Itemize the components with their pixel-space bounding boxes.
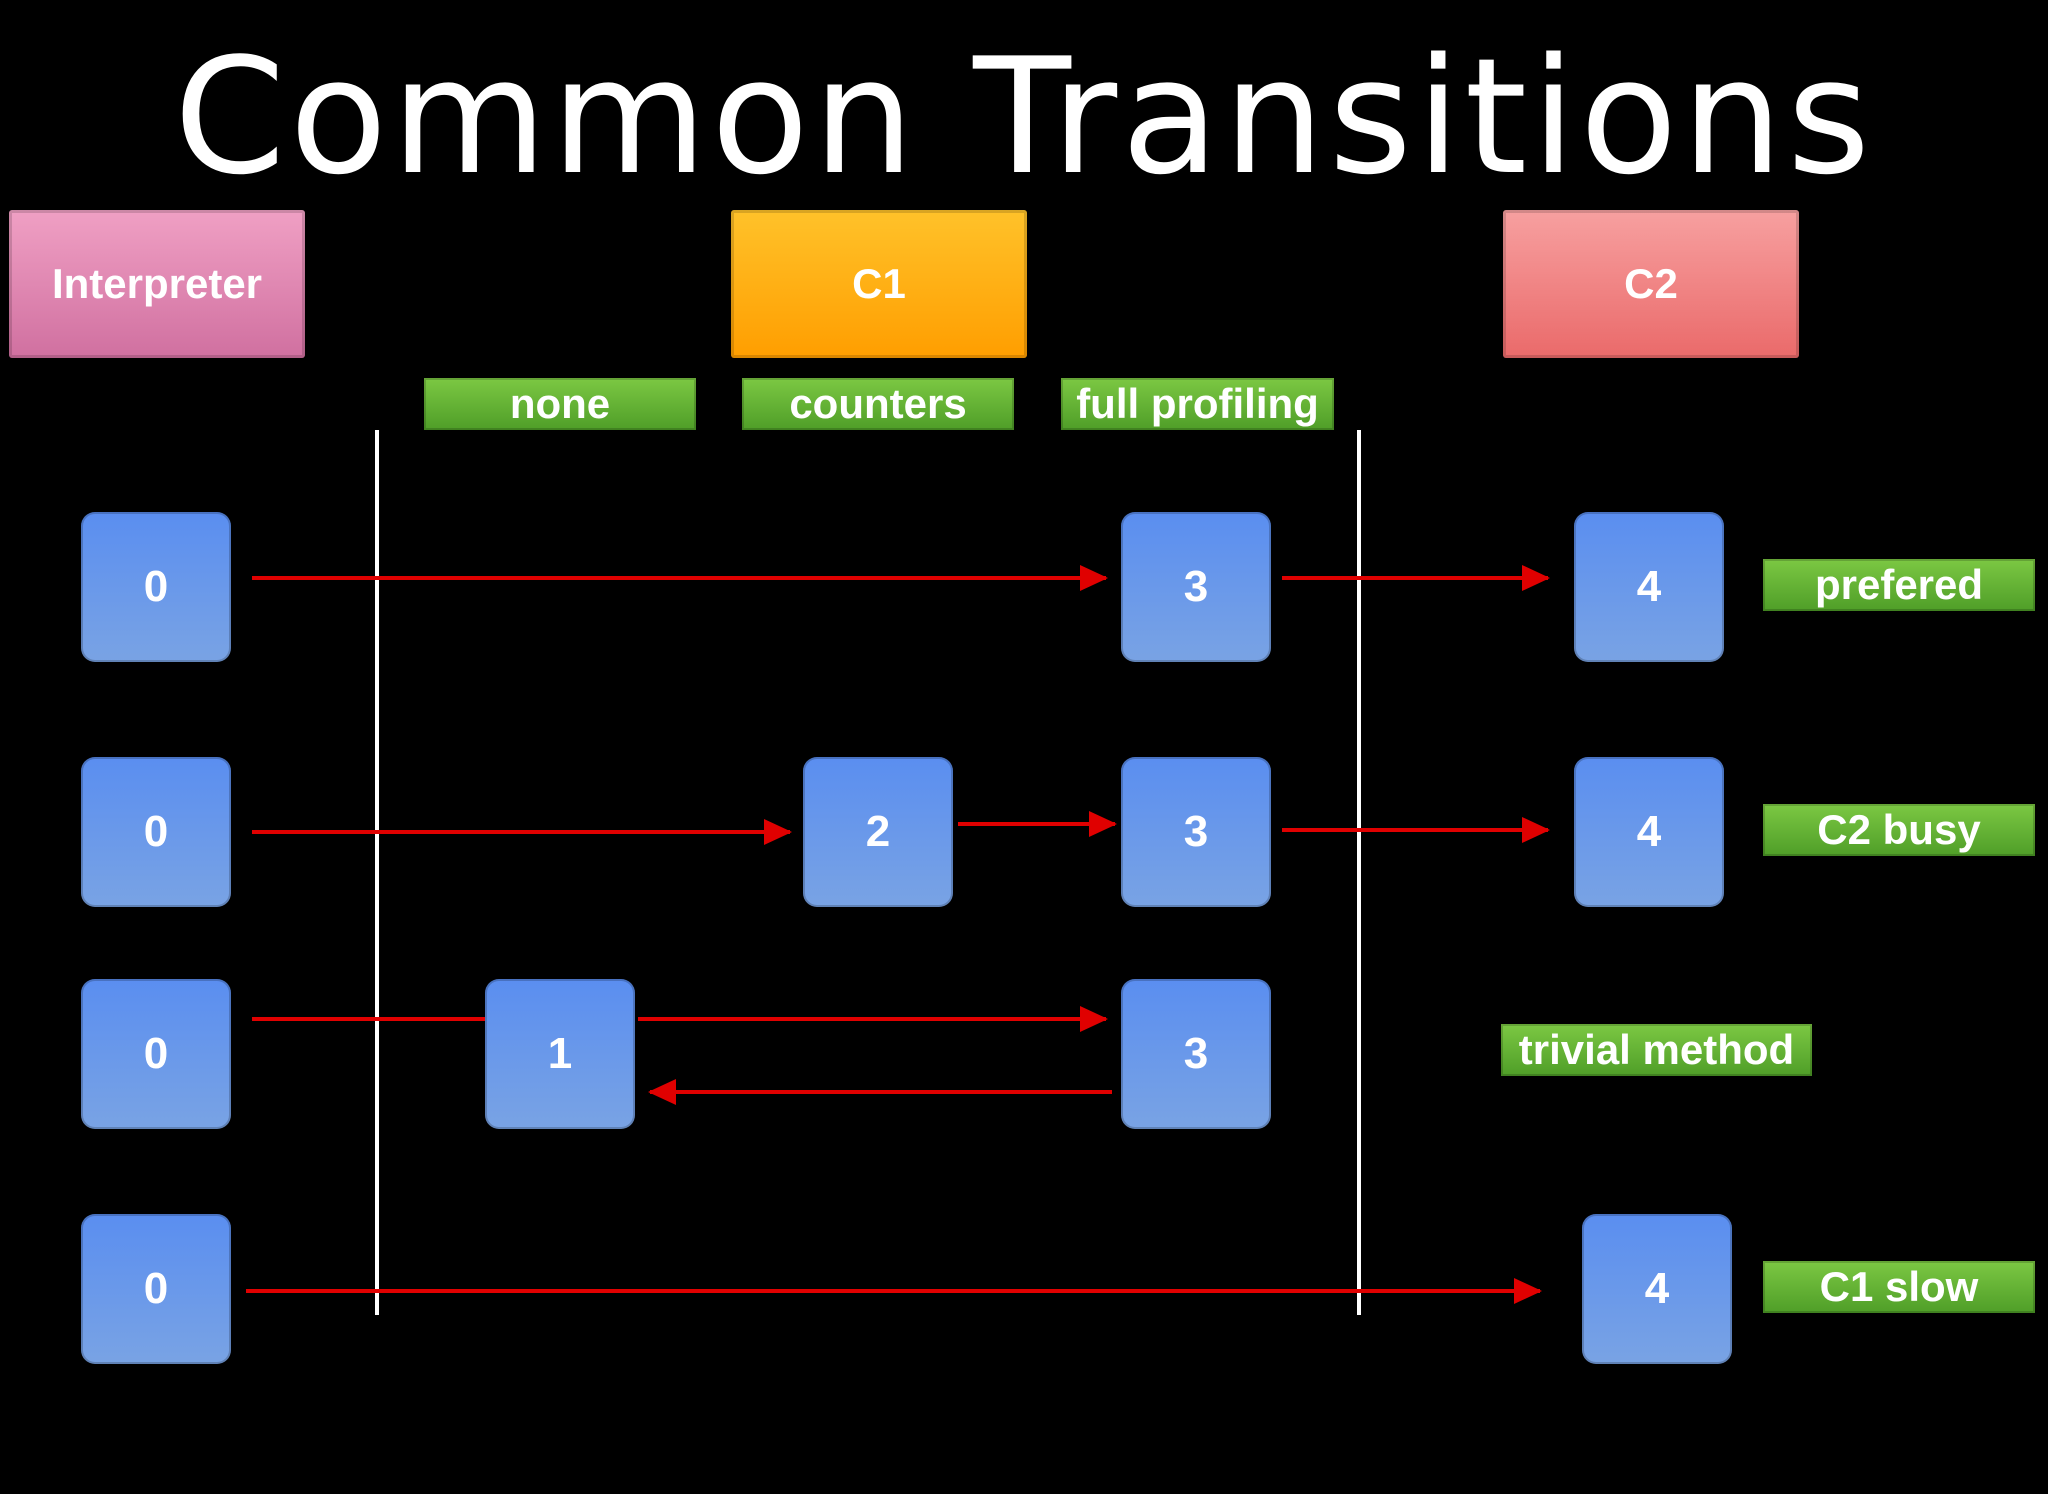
tier-c1: C1 xyxy=(731,210,1027,358)
transition-label-trivial-method: trivial method xyxy=(1501,1024,1812,1076)
level-node: 3 xyxy=(1121,512,1271,662)
tier-interpreter: Interpreter xyxy=(9,210,305,358)
c1-zone-right-boundary xyxy=(1357,430,1361,1315)
transition-label-prefered: prefered xyxy=(1763,559,2035,611)
level-node: 3 xyxy=(1121,979,1271,1129)
level-node: 4 xyxy=(1574,757,1724,907)
level-node: 0 xyxy=(81,979,231,1129)
tier-c2: C2 xyxy=(1503,210,1799,358)
profiling-none-tag: none xyxy=(424,378,696,430)
transition-label-c1-slow: C1 slow xyxy=(1763,1261,2035,1313)
level-node: 0 xyxy=(81,1214,231,1364)
profiling-full-tag: full profiling xyxy=(1061,378,1334,430)
level-node: 0 xyxy=(81,512,231,662)
level-node: 4 xyxy=(1582,1214,1732,1364)
level-node: 3 xyxy=(1121,757,1271,907)
level-node: 2 xyxy=(803,757,953,907)
c1-zone-left-boundary xyxy=(375,430,379,1315)
level-node: 4 xyxy=(1574,512,1724,662)
level-node: 0 xyxy=(81,757,231,907)
profiling-counters-tag: counters xyxy=(742,378,1014,430)
level-node: 1 xyxy=(485,979,635,1129)
page-title: Common Transitions xyxy=(173,23,1875,210)
transition-label-c2-busy: C2 busy xyxy=(1763,804,2035,856)
